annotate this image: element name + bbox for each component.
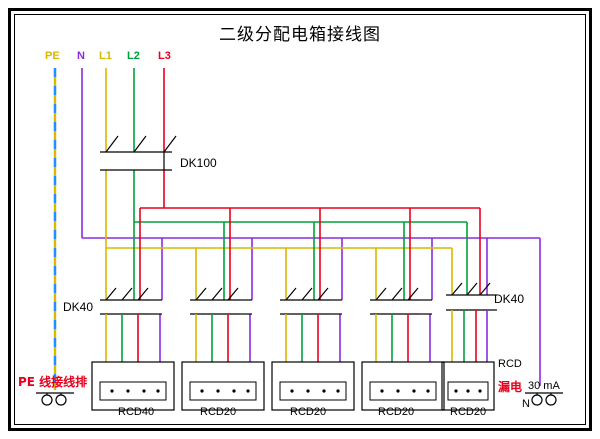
rcd-n-label: N [522, 398, 530, 410]
pe-bar-label: PE 线接线排 [18, 375, 88, 389]
bus-label-l2: L2 [127, 50, 140, 62]
page-title: 二级分配电箱接线图 [219, 25, 381, 45]
box-label-rcd20-4: RCD20 [450, 406, 487, 418]
bus-label-l1: L1 [99, 50, 112, 62]
box-label-rcd20-3: RCD20 [378, 406, 415, 418]
rcd-leak-label: 漏电 [498, 380, 523, 394]
inner-border [14, 14, 586, 425]
box-label-rcd20-2: RCD20 [290, 406, 327, 418]
bus-label-l3: L3 [158, 50, 171, 62]
breaker-label-dk40-right: DK40 [494, 292, 525, 306]
rcd-label: RCD [498, 358, 522, 370]
box-label-rcd40: RCD40 [118, 406, 155, 418]
breaker-label-dk40-left: DK40 [63, 300, 94, 314]
breaker-label-dk100: DK100 [180, 156, 217, 170]
bus-label-n: N [77, 50, 85, 62]
outer-border [8, 8, 592, 431]
rcd-rating-label: 30 mA [528, 380, 560, 392]
bus-label-pe: PE [45, 50, 60, 62]
box-label-rcd20-1: RCD20 [200, 406, 237, 418]
